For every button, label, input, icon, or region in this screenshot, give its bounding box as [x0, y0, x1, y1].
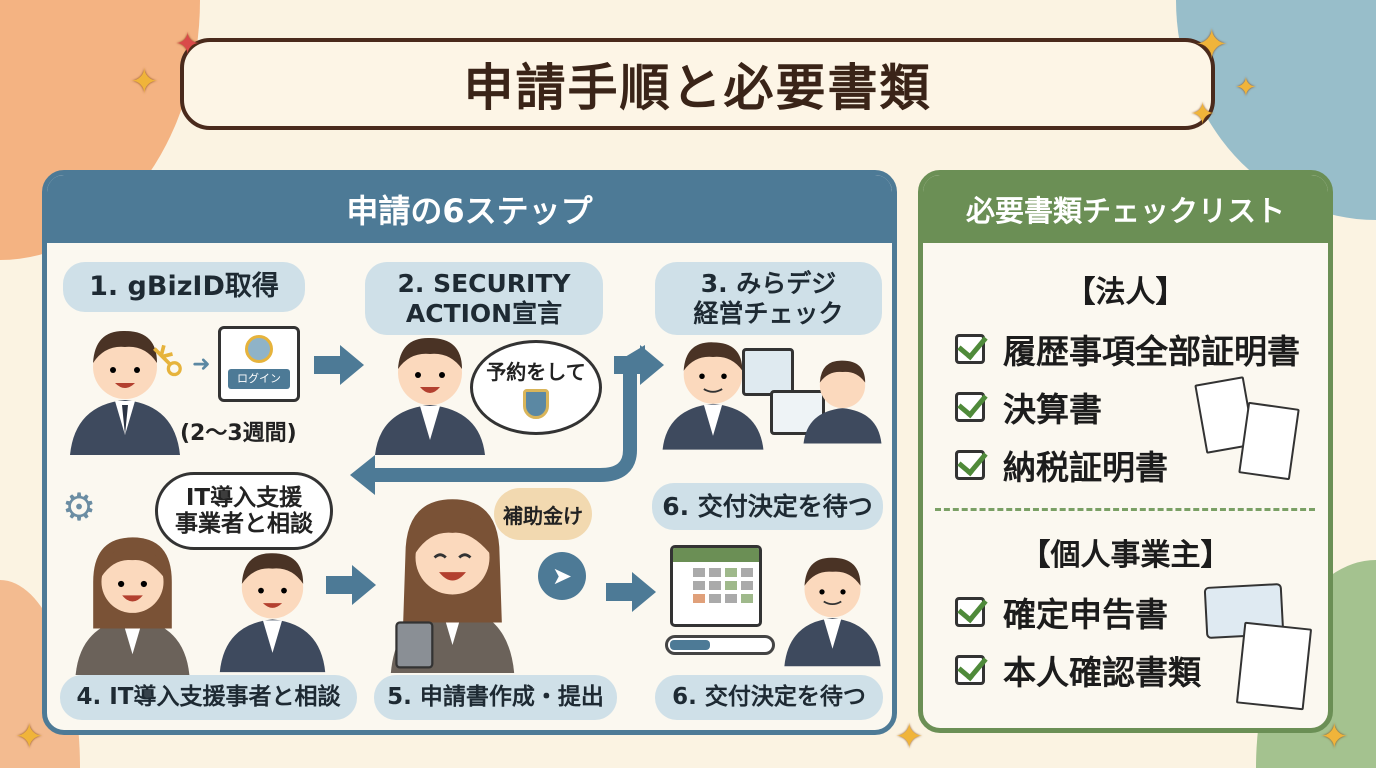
businesswoman-illustration	[75, 537, 190, 675]
checklist-item-label: 納税証明書	[1003, 448, 1168, 487]
step-2-label-line2: ACTION宣言	[405, 298, 563, 328]
step-4-label: 4. IT導入支援事者と相談	[60, 675, 357, 720]
checklist-item[interactable]: 確定申告書	[955, 588, 1168, 636]
step-1-duration: (2〜3週間)	[180, 421, 297, 446]
step-3-label-line1: 3. みらデジ	[700, 268, 837, 298]
checkbox-checked-icon[interactable]	[955, 597, 985, 627]
thought-bubble: IT導入支援 事業者と相談	[155, 472, 333, 550]
checklist-item[interactable]: 決算書	[955, 383, 1102, 431]
sparkle-icon: ✦	[175, 27, 201, 62]
sole-proprietor-heading: 【個人事業主】	[1020, 538, 1231, 573]
curved-arrow-connector	[350, 345, 645, 495]
step-3-label-line2: 経営チェック	[693, 298, 844, 328]
speech-bubble-text: 予約をして	[486, 360, 586, 384]
gear-icon: ⚙	[62, 485, 97, 529]
step-2-label: 2. SECURITY ACTION宣言	[365, 262, 603, 335]
speech-bubble: 予約をして	[470, 340, 602, 435]
thought-bubble-line2: 事業者と相談	[175, 511, 313, 537]
businessman-illustration	[70, 330, 180, 455]
sparkle-icon: ✦	[15, 717, 44, 757]
progress-bar-fill	[670, 640, 710, 650]
step-3-label: 3. みらデジ 経営チェック	[655, 262, 882, 335]
checklist-item[interactable]: 履歴事項全部証明書	[955, 325, 1300, 373]
step-1-label: 1. gBizID取得	[63, 262, 305, 312]
arrow-right-icon	[614, 345, 664, 385]
checklist-item-label: 確定申告書	[1003, 595, 1168, 634]
page-title: 申請手順と必要書類	[180, 38, 1215, 130]
calendar-icon	[670, 545, 762, 627]
document-icon	[1238, 401, 1300, 481]
tax-form-icon	[1235, 621, 1313, 711]
checklist-item-label: 決算書	[1003, 390, 1102, 429]
send-paper-plane-icon: ➤	[538, 552, 586, 600]
gauge-monitor-icon	[742, 348, 794, 396]
sparkle-icon: ✦	[895, 717, 924, 757]
sparkle-icon: ✦	[1190, 97, 1216, 132]
checkbox-checked-icon[interactable]	[955, 450, 985, 480]
thought-bubble-line1: IT導入支援	[185, 484, 303, 511]
step-6-top-label: 6. 交付決定を待つ	[652, 483, 883, 530]
progress-bar	[665, 635, 775, 655]
businesswoman-illustration	[390, 499, 515, 673]
checklist-panel-heading: 必要書類チェックリスト	[923, 175, 1328, 243]
shield-icon	[523, 389, 549, 419]
checkbox-checked-icon[interactable]	[955, 655, 985, 685]
user-key-icon	[245, 335, 273, 363]
speech-bubble-text: 補助金け	[503, 503, 583, 528]
businessman-illustration	[803, 360, 882, 444]
sparkle-icon: ✦	[130, 62, 159, 102]
arrow-right-icon	[606, 572, 656, 612]
checkbox-checked-icon[interactable]	[955, 392, 985, 422]
arrow-right-icon	[314, 345, 364, 385]
step-2-label-line1: 2. SECURITY	[397, 268, 571, 298]
speech-bubble: 補助金け	[494, 488, 592, 540]
businessman-illustration	[662, 342, 764, 450]
checklist-item-label: 履歴事項全部証明書	[1003, 332, 1300, 371]
businessman-illustration	[375, 337, 485, 455]
checklist-item[interactable]: 納税証明書	[955, 441, 1168, 489]
sparkle-icon: ✦	[1320, 717, 1349, 757]
step-6-label: 6. 交付決定を待つ	[655, 675, 883, 720]
steps-panel-heading: 申請の6ステップ	[47, 175, 892, 243]
businessman-illustration	[219, 553, 326, 673]
arrow-right-icon	[326, 565, 376, 605]
checklist-item-label: 本人確認書類	[1003, 653, 1201, 692]
login-button[interactable]: ログイン	[228, 369, 290, 389]
sparkle-icon: ✦	[1195, 22, 1229, 68]
corporation-heading: 【法人】	[1065, 275, 1186, 310]
step-5-label: 5. 申請書作成・提出	[374, 675, 617, 720]
checklist-item[interactable]: 本人確認書類	[955, 646, 1201, 694]
sparkle-icon: ✦	[1235, 73, 1257, 103]
checkbox-checked-icon[interactable]	[955, 334, 985, 364]
login-card: ログイン	[218, 326, 300, 402]
arrow-small-icon: ➜	[192, 352, 211, 377]
businessman-illustration	[784, 557, 881, 667]
section-divider	[935, 508, 1315, 511]
